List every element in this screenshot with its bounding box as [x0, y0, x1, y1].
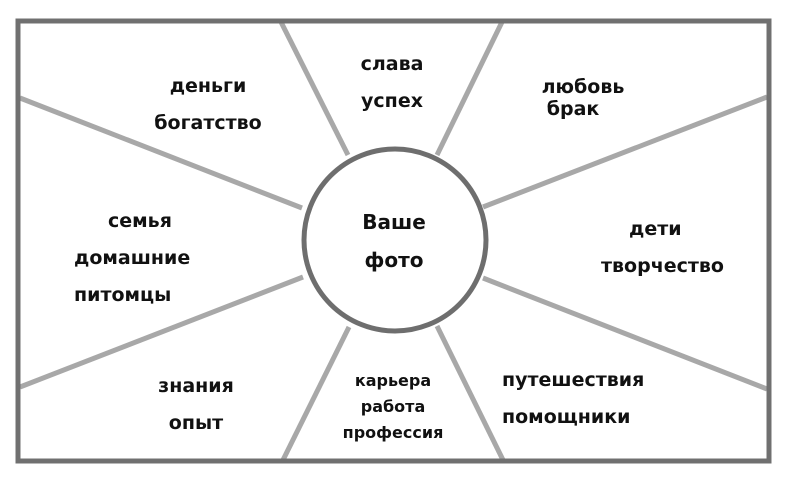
sector-knowledge: знания опыт: [158, 368, 234, 442]
sector-love: любовь брак: [542, 76, 625, 120]
sector-fame-line-2: успех: [361, 90, 423, 112]
sector-career: карьера работа профессия: [343, 368, 444, 446]
sector-knowledge-line-1: знания: [158, 375, 234, 397]
spoke-top-left: [278, 20, 351, 157]
center-line-1: Ваше: [362, 210, 426, 234]
center-line-2: фото: [364, 248, 424, 272]
sector-family-line-2: домашние: [74, 247, 191, 269]
sector-money-line-1: деньги: [169, 75, 247, 97]
center-photo-label: Ваше фото: [362, 203, 426, 279]
sector-fame-line-1: слава: [360, 53, 424, 75]
sector-children: дети творчество: [601, 211, 724, 285]
sector-career-line-3: профессия: [342, 423, 444, 442]
center-photo-circle: [301, 146, 489, 334]
sector-travel: путешествия помощники: [502, 362, 644, 436]
spoke-lower-right: [482, 275, 768, 392]
sector-knowledge-line-2: опыт: [168, 412, 224, 434]
spoke-upper-left: [19, 95, 303, 211]
sector-career-line-2: работа: [360, 397, 426, 416]
spoke-lower-left: [19, 274, 304, 390]
sector-travel-line-1: путешествия: [502, 369, 645, 391]
spoke-bottom-left: [280, 325, 352, 462]
sector-family: семья домашние питомцы: [74, 203, 190, 314]
sector-travel-line-2: помощники: [502, 406, 631, 428]
sector-family-line-1: семья: [108, 210, 172, 232]
sector-love-line-2: брак: [546, 98, 600, 120]
sector-money: деньги богатство: [154, 68, 261, 142]
outer-frame: [15, 18, 772, 464]
spoke-top-right: [434, 20, 505, 157]
sector-children-line-1: дети: [629, 218, 682, 240]
sector-money-line-2: богатство: [154, 112, 262, 134]
sector-fame: слава успех: [361, 46, 424, 120]
spoke-bottom-right: [434, 324, 506, 462]
sector-career-line-1: карьера: [354, 371, 432, 390]
sector-family-line-3: питомцы: [74, 284, 172, 306]
spoke-upper-right: [482, 94, 768, 210]
sector-children-line-2: творчество: [601, 255, 724, 277]
sector-love-line-1: любовь: [541, 76, 625, 98]
